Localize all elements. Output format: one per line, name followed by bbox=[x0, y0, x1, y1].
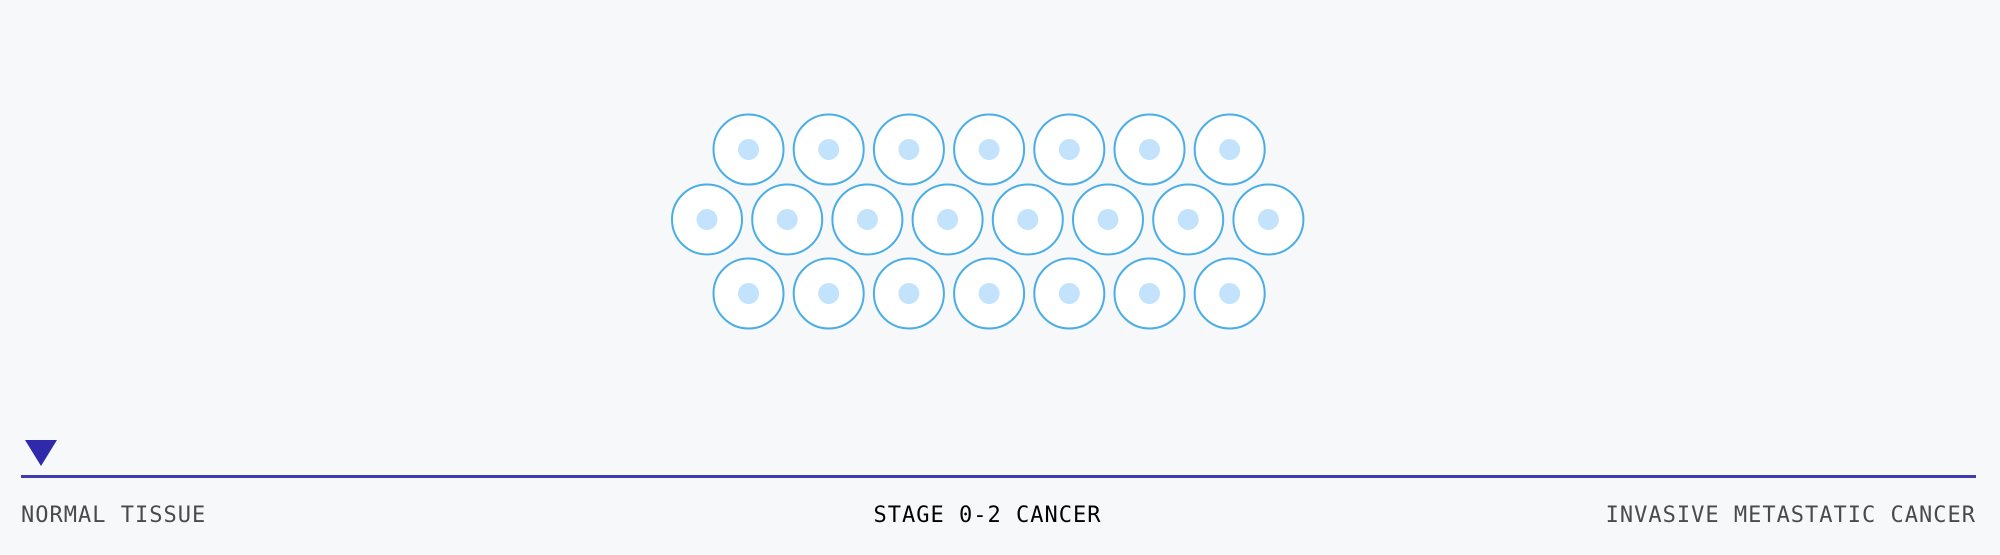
cell bbox=[1033, 257, 1106, 330]
cell-cluster-diagram bbox=[671, 113, 1305, 330]
cell-nucleus bbox=[1058, 139, 1080, 160]
cell-nucleus bbox=[1058, 283, 1080, 304]
cell bbox=[1033, 113, 1106, 186]
cell-nucleus bbox=[856, 209, 878, 230]
cell-nucleus bbox=[937, 209, 959, 230]
triangle-down-icon[interactable] bbox=[25, 440, 57, 466]
cell-nucleus bbox=[978, 283, 1000, 304]
cell-nucleus bbox=[898, 139, 920, 160]
cell bbox=[712, 257, 785, 330]
cell-nucleus bbox=[696, 209, 718, 230]
cell bbox=[872, 113, 945, 186]
cell-nucleus bbox=[1139, 139, 1160, 160]
cell bbox=[792, 113, 865, 186]
cell bbox=[991, 183, 1064, 256]
cell-nucleus bbox=[1139, 283, 1160, 304]
cell-nucleus bbox=[776, 209, 798, 230]
cell bbox=[751, 183, 824, 256]
cell bbox=[1193, 113, 1266, 186]
cell bbox=[911, 183, 984, 256]
cell bbox=[712, 113, 785, 186]
cell-nucleus bbox=[978, 139, 1000, 160]
stage-label-stage-0-2-cancer[interactable]: STAGE 0-2 CANCER bbox=[873, 503, 1102, 528]
stage-label-invasive-metastatic-cancer[interactable]: INVASIVE METASTATIC CANCER bbox=[1605, 503, 1976, 528]
cell-nucleus bbox=[1017, 209, 1039, 230]
cell bbox=[1113, 257, 1186, 330]
cell bbox=[1152, 183, 1225, 256]
cell-nucleus bbox=[1257, 209, 1279, 230]
cell-nucleus bbox=[818, 283, 840, 304]
cell-nucleus bbox=[1177, 209, 1199, 230]
cell-nucleus bbox=[738, 139, 759, 160]
cell bbox=[1193, 257, 1266, 330]
cell bbox=[953, 257, 1026, 330]
cell bbox=[831, 183, 904, 256]
timeline-track[interactable] bbox=[21, 475, 1976, 478]
cell bbox=[872, 257, 945, 330]
stage-label-normal-tissue[interactable]: NORMAL TISSUE bbox=[21, 503, 207, 528]
cell-nucleus bbox=[1219, 283, 1241, 304]
cell bbox=[1072, 183, 1144, 256]
cell bbox=[671, 183, 743, 256]
cell bbox=[792, 257, 865, 330]
cell bbox=[953, 113, 1026, 186]
cell-nucleus bbox=[898, 283, 920, 304]
cell bbox=[1232, 183, 1305, 256]
cell-nucleus bbox=[1097, 209, 1119, 230]
cell-nucleus bbox=[818, 139, 840, 160]
cell-nucleus bbox=[1219, 139, 1241, 160]
cell-nucleus bbox=[738, 283, 759, 304]
cell bbox=[1113, 113, 1186, 186]
stage-timeline: NORMAL TISSUE STAGE 0-2 CANCER INVASIVE … bbox=[0, 420, 2000, 555]
